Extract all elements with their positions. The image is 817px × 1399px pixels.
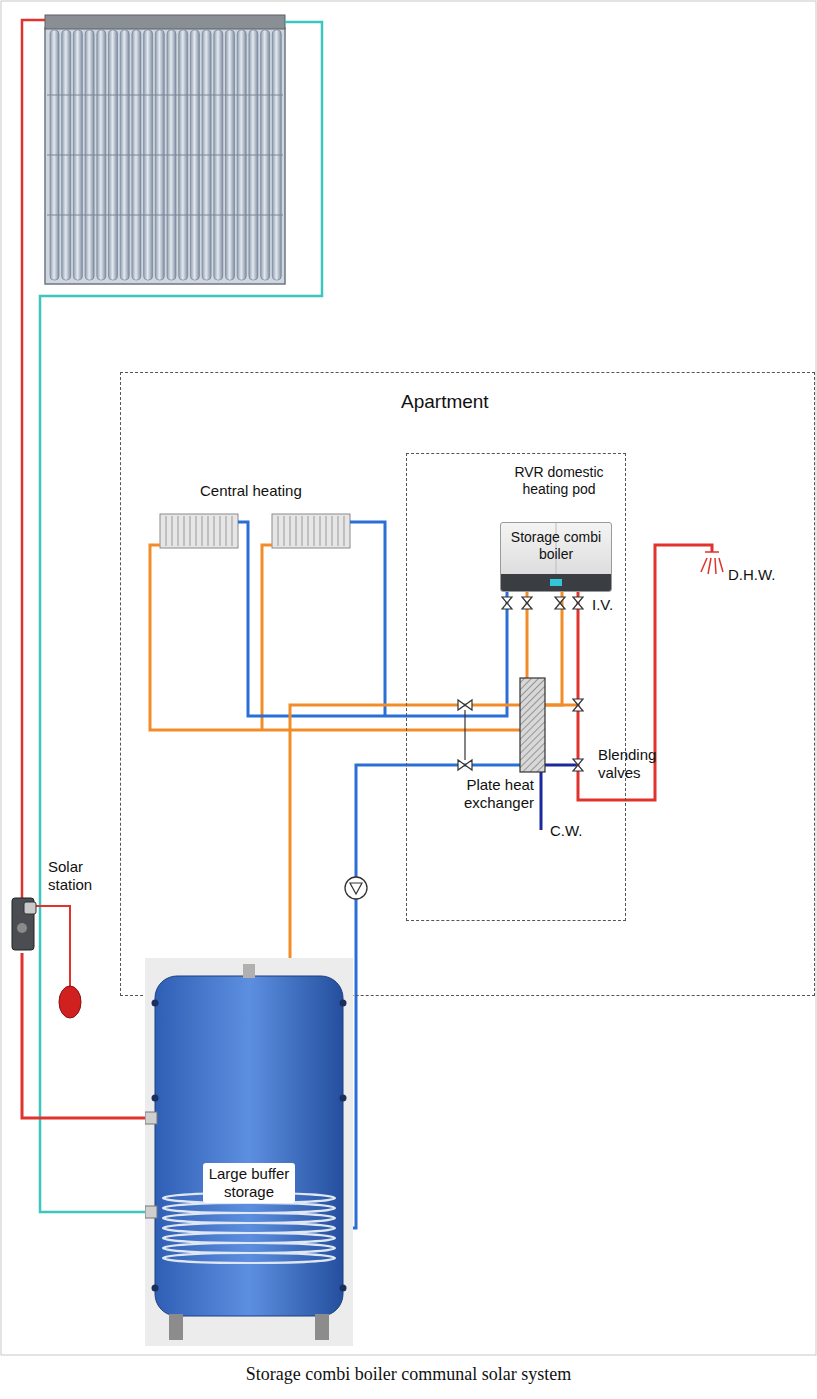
drawing-part: [278, 516, 344, 546]
expansion-vessel: [59, 986, 81, 1018]
valve-symbol: [522, 597, 532, 609]
drawing-part: [345, 877, 367, 899]
drawing-part: [166, 516, 232, 546]
drawing-part: [145, 1112, 157, 1124]
valve-symbol: [502, 597, 512, 609]
drawing-part: [272, 514, 350, 548]
solar-collector: [45, 15, 285, 284]
picture-frame: [1, 1, 816, 1355]
boiler-box: Storage combi boiler: [500, 522, 612, 592]
valve-symbol: [573, 699, 583, 711]
drawing-part: [24, 902, 36, 914]
drawing-part: [701, 558, 723, 574]
drawing-part: [47, 155, 283, 156]
drawing-part: [145, 958, 353, 1346]
valve-symbol: [458, 760, 472, 770]
pump: [345, 877, 367, 899]
valve-symbol: [555, 597, 565, 609]
valve-symbol: [573, 597, 583, 609]
cold-water-pipe: [541, 765, 578, 830]
heating-return-pipe: [238, 522, 507, 716]
drawing-part: [160, 514, 238, 548]
drawing-part: [152, 1000, 159, 1007]
drawing-part: [47, 95, 283, 96]
drawing-part: [163, 1223, 335, 1233]
node-label: Apartment: [121, 373, 601, 414]
group-box: RVR domestic heating podStorage combi bo…: [406, 453, 626, 921]
figure-caption: Storage combi boiler communal solar syst…: [0, 1364, 817, 1386]
part-label: Plate heat exchanger: [450, 776, 534, 812]
drawing-part: [45, 15, 285, 29]
drawing-part: [315, 1314, 329, 1340]
part-label: Central heating: [200, 482, 340, 500]
drawing-part: [163, 1213, 335, 1223]
radiator: [272, 514, 350, 548]
drawing-part: [550, 579, 562, 586]
solar-flow-pipe: [22, 20, 45, 898]
drawing-part: [500, 574, 612, 592]
expansion-pipe: [34, 906, 70, 988]
primary-return-pipe: [340, 765, 520, 1228]
node-label: Solar station: [48, 858, 104, 894]
drawing-part: [45, 28, 285, 284]
heating-flow-pipe: [150, 545, 527, 730]
bypass-line: [464, 710, 465, 760]
node-label: Storage combi boiler: [504, 529, 608, 563]
drawing-part: [145, 1206, 157, 1218]
region-box: ApartmentRVR domestic heating podStorage…: [120, 372, 815, 996]
pipe-connector: [290, 592, 562, 958]
valve-group: [458, 597, 583, 771]
drawing-part: [705, 551, 719, 553]
drawing-part: [340, 1285, 347, 1292]
drawing-part: [163, 1253, 335, 1263]
part-label: D.H.W.: [728, 566, 798, 584]
solar-station: Solar station: [10, 858, 102, 953]
drawing-part: [163, 1233, 335, 1243]
drawing-part: [350, 883, 362, 894]
part-label: I.V.: [592, 596, 632, 614]
drawing-part: [17, 923, 27, 933]
shower-head: [701, 552, 723, 574]
drawing-part: [163, 1243, 335, 1253]
node-label: RVR domestic heating pod: [499, 464, 619, 498]
drawing-part: [169, 1314, 183, 1340]
part-label: Blending valves: [598, 746, 680, 782]
drawing-part: [163, 1203, 335, 1213]
drawing-part: [47, 215, 283, 216]
drawing-part: [155, 976, 343, 1316]
drawing-part: [340, 1000, 347, 1007]
drawing-part: [152, 1285, 159, 1292]
storage-tank: Large buffer storage: [145, 958, 353, 1346]
pipe-connector: [22, 953, 147, 1118]
drawing-part: [152, 1095, 159, 1102]
part-label: C.W.: [550, 822, 600, 840]
valve-symbol: [458, 700, 472, 710]
drawing-part: [340, 1095, 347, 1102]
node-label: Large buffer storage: [203, 1163, 295, 1203]
radiator: [160, 514, 238, 548]
tank-body: [145, 958, 353, 1346]
drawing-part: [243, 964, 255, 978]
valve-symbol: [573, 759, 583, 771]
plate-heat-exchanger: [520, 678, 545, 772]
